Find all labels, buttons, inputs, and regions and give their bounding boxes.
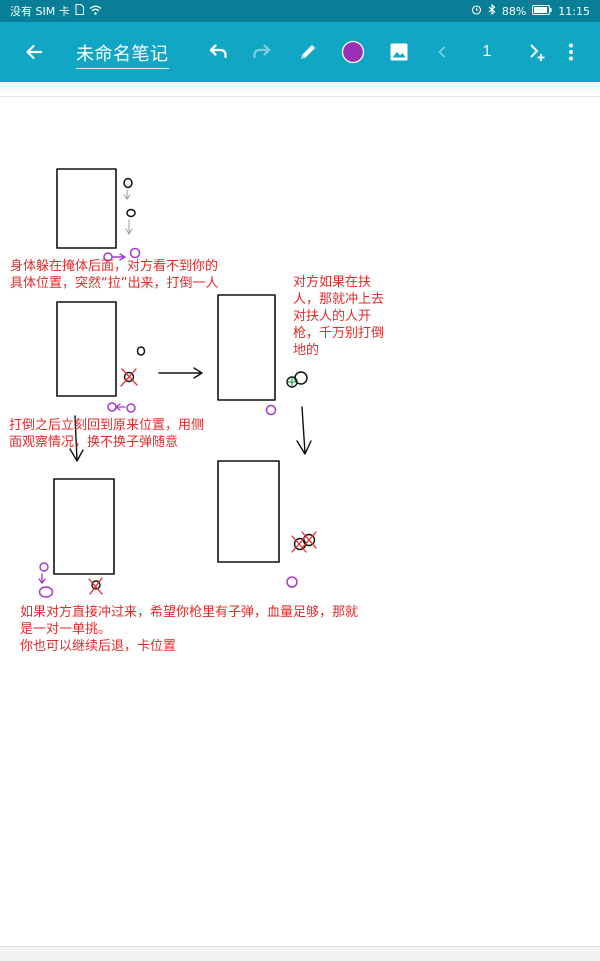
battery-percent: 88% [501, 4, 527, 18]
alarm-icon [471, 4, 482, 18]
clock: 11:15 [558, 4, 590, 18]
page-number: 1 [482, 43, 492, 60]
player-marker [38, 586, 54, 598]
pen-tool-button[interactable] [294, 22, 322, 82]
more-vertical-icon [569, 43, 573, 61]
cover-rectangle [56, 168, 117, 249]
note-title-field[interactable]: 未命名笔记 [76, 40, 169, 69]
add-page-button[interactable] [522, 22, 550, 82]
arrow-stroke [69, 415, 84, 462]
cover-rectangle [217, 294, 276, 401]
redo-icon [253, 44, 271, 59]
color-swatch-icon [341, 40, 365, 64]
eliminated-cross [301, 531, 317, 549]
ink-layer [38, 168, 317, 598]
enemy-marker [91, 580, 101, 590]
arrow-stroke [296, 406, 312, 455]
eliminated-cross [88, 577, 103, 595]
undo-button[interactable] [204, 22, 232, 82]
pencil-icon [301, 45, 315, 59]
player-marker [265, 404, 277, 416]
note-revive: 对方如果在扶 人，那就冲上去 对扶人的人开 枪，千万别打倒 地的 [293, 275, 385, 358]
revive-mark [287, 377, 297, 387]
enemy-marker [123, 177, 133, 189]
player-marker [129, 247, 141, 259]
enemy-marker [286, 376, 298, 388]
cover-rectangle [217, 460, 280, 563]
sim-icon [75, 4, 84, 18]
cover-rectangle [53, 478, 115, 575]
note-ambush: 身体躲在掩体后面，对方看不到你的 具体位置，突然“拉”出来，打倒一人 [10, 259, 219, 291]
undo-icon [209, 44, 227, 59]
back-button[interactable] [20, 22, 48, 82]
app-toolbar: 未命名笔记 1 [0, 22, 600, 82]
player-marker [107, 402, 117, 412]
enemy-marker [123, 371, 135, 383]
arrow-stroke [38, 573, 46, 584]
enemy-marker [136, 346, 146, 356]
bluetooth-icon [488, 3, 496, 18]
bottom-bar [0, 946, 600, 961]
drawing-canvas[interactable]: 身体躲在掩体后面，对方看不到你的 具体位置，突然“拉”出来，打倒一人 对方如果在… [0, 96, 600, 946]
overflow-menu-button[interactable] [562, 22, 580, 82]
arrow-stroke [112, 253, 126, 261]
note-return: 打倒之后立刻回到原来位置，用侧 面观察情况，换不换子弹随意 [9, 418, 205, 450]
toolbar-shadow [0, 82, 600, 97]
image-icon [390, 43, 408, 61]
eliminated-cross [120, 368, 138, 387]
arrow-stroke [123, 189, 131, 200]
arrow-stroke [125, 219, 133, 235]
chevron-left-icon [438, 46, 446, 58]
wifi-icon [89, 5, 102, 18]
arrow-left-icon [26, 44, 43, 60]
previous-page-button[interactable] [430, 22, 454, 82]
player-marker [103, 252, 113, 262]
carrier-label: 没有 SIM 卡 [10, 5, 70, 18]
insert-image-button[interactable] [385, 22, 413, 82]
next-add-page-icon [530, 44, 545, 61]
arrow-stroke [158, 367, 203, 379]
redo-button[interactable] [248, 22, 276, 82]
enemy-marker [302, 533, 316, 547]
note-duel: 如果对方直接冲过来，希望你枪里有子弹，血量足够，那就 是一对一单挑。 你也可以继… [20, 605, 359, 654]
player-marker [286, 576, 298, 588]
arrow-stroke [115, 403, 126, 411]
cover-rectangle [56, 301, 117, 397]
battery-icon [532, 4, 552, 18]
eliminated-cross [291, 535, 307, 553]
status-bar: 没有 SIM 卡 88% 11:15 [0, 0, 600, 22]
player-marker [126, 403, 136, 413]
enemy-marker [126, 208, 136, 218]
player-marker [39, 562, 49, 572]
pen-color-button[interactable] [339, 22, 367, 82]
